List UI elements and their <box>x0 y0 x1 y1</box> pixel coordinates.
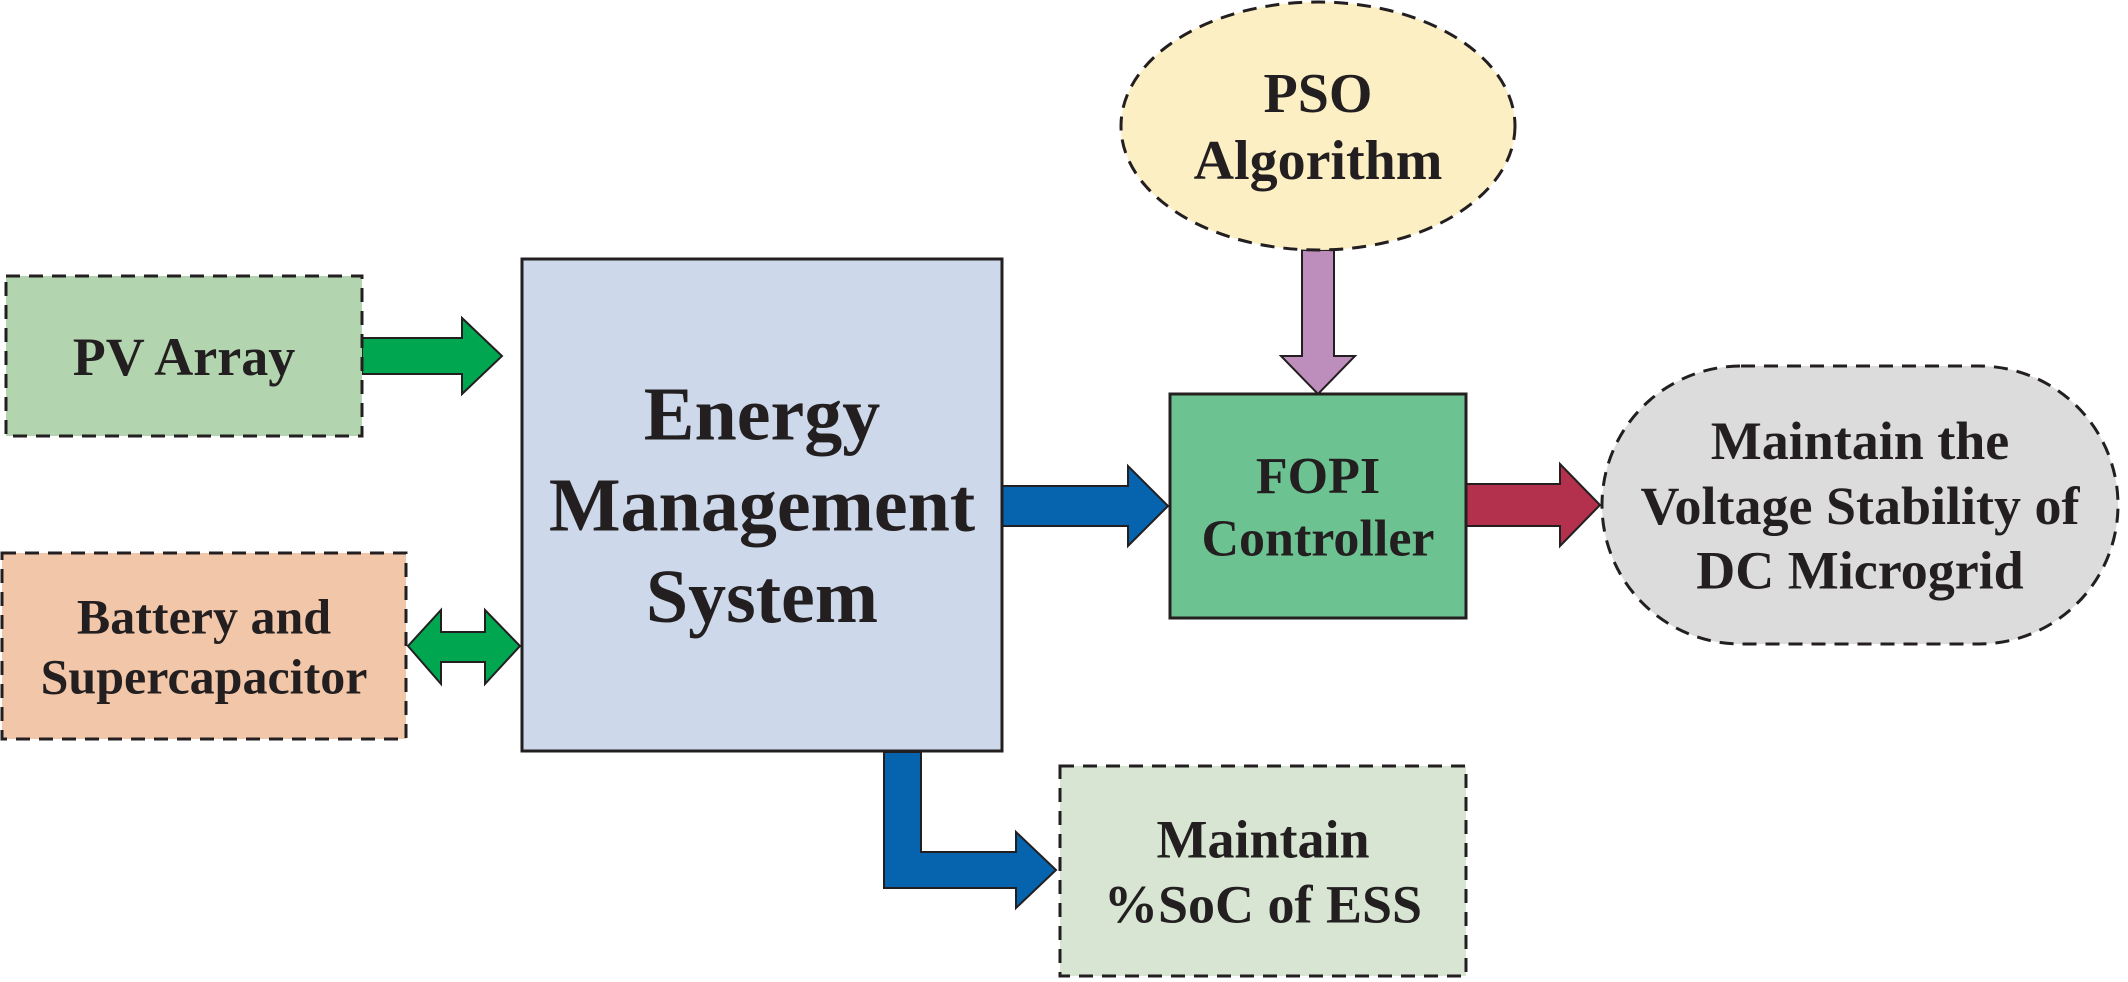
pv-array-node <box>4 274 364 438</box>
soc-label-line: %SoC of ESS <box>1104 874 1422 934</box>
ems-to-soc-arrow <box>883 751 1058 911</box>
ems-label-line: System <box>646 555 878 639</box>
voltage-label-line: Maintain the <box>1711 411 2010 471</box>
fopi-label-line: Controller <box>1202 510 1435 567</box>
fopi-to-voltage-arrow <box>1465 461 1602 549</box>
battery-ems-bidirectional-arrow <box>406 607 522 687</box>
voltage-label-line: Voltage Stability of <box>1640 476 2080 536</box>
pso-label-line: Algorithm <box>1194 130 1443 192</box>
fopi-label-line: FOPI <box>1256 448 1380 505</box>
fopi-controller-node <box>1168 392 1468 620</box>
pv-to-ems-arrow <box>361 315 504 397</box>
energy-management-system-node <box>520 257 1004 753</box>
battery-supercapacitor-node <box>0 551 408 741</box>
soc-maintenance-node <box>1058 764 1468 978</box>
pso-label-line: PSO <box>1264 63 1373 125</box>
pso-algorithm-node <box>1119 0 1517 252</box>
voltage-label-line: DC Microgrid <box>1696 541 2023 601</box>
battery-label-line: Supercapacitor <box>41 649 368 705</box>
voltage-stability-node <box>1600 364 2120 646</box>
ems-label-line: Management <box>549 464 975 548</box>
soc-maintenance-label: Maintain%SoC of ESS <box>1104 810 1422 935</box>
pv-label-line: PV Array <box>73 327 295 387</box>
soc-label-line: Maintain <box>1156 810 1369 870</box>
battery-label-line: Battery and <box>77 589 331 645</box>
pso-to-fopi-arrow <box>1278 249 1358 396</box>
ems-to-fopi-arrow <box>1001 463 1170 549</box>
ems-label-line: Energy <box>644 372 880 456</box>
pv-array-label: PV Array <box>73 327 295 387</box>
